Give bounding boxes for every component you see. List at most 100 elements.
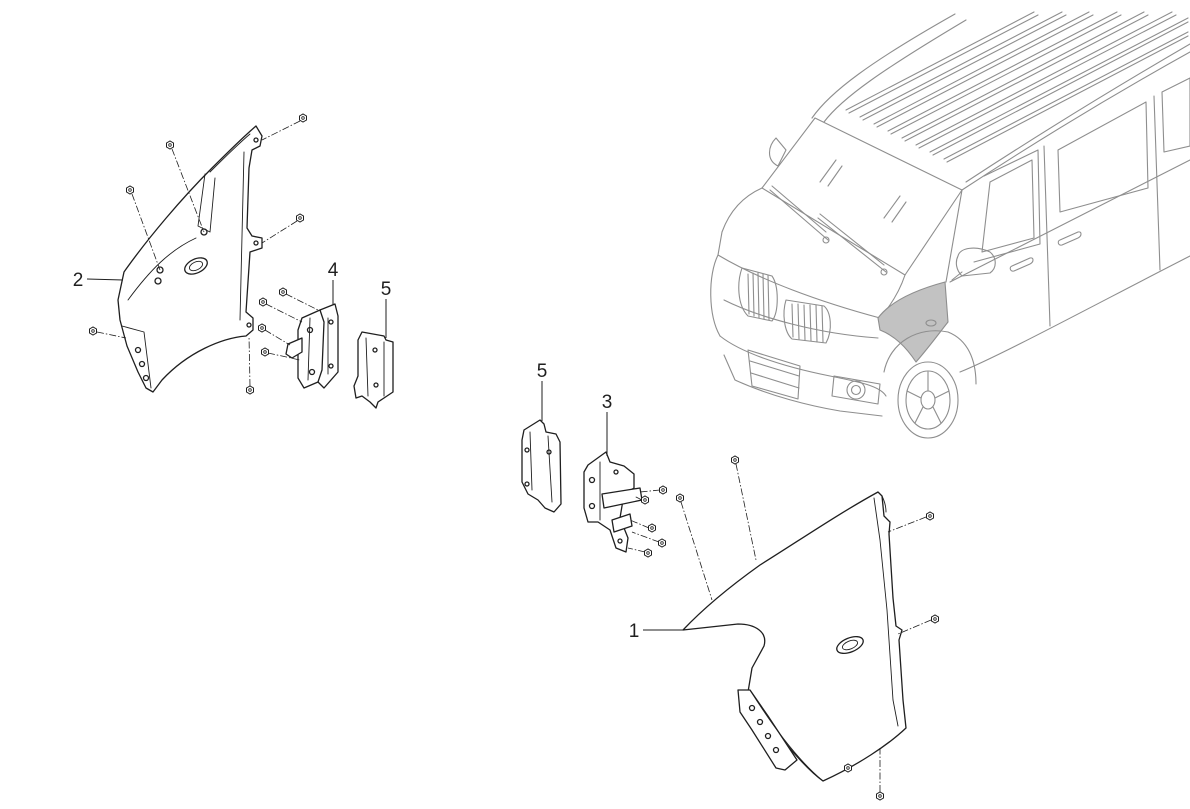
fender-outline	[117, 125, 263, 393]
screw	[644, 548, 652, 558]
bracket-tab	[285, 337, 303, 359]
callout-part-3[interactable]: 3	[602, 392, 613, 456]
van-hood	[717, 187, 906, 319]
mounting-hole	[156, 266, 164, 274]
van-door-seam	[1043, 145, 1051, 327]
van-roof-ribs	[845, 11, 1189, 163]
mounting-hole	[588, 476, 596, 484]
mounting-hole	[524, 447, 530, 453]
reinforcement-plate-part-5	[353, 331, 394, 409]
fender-inner-panel	[117, 125, 263, 393]
fender-rear-flange	[239, 151, 245, 321]
callout-label[interactable]: 3	[602, 392, 613, 413]
callout-part-5[interactable]: 5	[537, 361, 548, 421]
mounting-hole	[246, 322, 252, 328]
bracket-fold	[307, 317, 311, 381]
screw	[658, 538, 666, 548]
van-lower-grille	[747, 349, 801, 400]
van-roof-front-edge	[811, 13, 956, 119]
mounting-hole	[617, 538, 623, 544]
van-roof-gutter	[823, 19, 967, 123]
fastener-axis	[96, 331, 127, 339]
mounting-hole	[253, 137, 259, 143]
mounting-hole	[588, 502, 596, 510]
bolt	[166, 140, 174, 150]
mounting-hole	[138, 360, 146, 368]
van-wheel-arch	[883, 330, 977, 385]
fastener-axis	[887, 516, 927, 533]
fastener-axis	[261, 220, 298, 244]
bracket-lower-tab	[611, 513, 633, 533]
wheel-arch-edge	[749, 689, 824, 782]
reinforcement-plate-part-5	[521, 419, 562, 513]
van-grille-right	[783, 299, 831, 344]
callout-label[interactable]: 2	[73, 270, 84, 291]
fender-front-flange	[209, 133, 251, 173]
van-bumper-lower	[723, 354, 883, 417]
bracket-part-3	[583, 451, 643, 553]
callout-part-4[interactable]: 4	[328, 260, 339, 305]
van-grille-left	[738, 267, 778, 322]
screw	[258, 323, 266, 333]
plate-outline	[353, 331, 394, 409]
bolt	[296, 213, 304, 223]
screw	[648, 523, 656, 533]
mounting-hole	[756, 718, 764, 726]
mounting-hole	[142, 374, 150, 382]
mounting-hole	[154, 277, 162, 285]
fastener-axis	[131, 193, 161, 271]
plate-outline	[521, 419, 562, 513]
van-illustration	[710, 11, 1190, 439]
mounting-hole	[524, 481, 530, 487]
callout-part-2[interactable]: 2	[73, 270, 124, 291]
mounting-hole	[306, 326, 314, 334]
fastener-axis	[639, 489, 661, 493]
fender-rear-flange	[873, 497, 899, 727]
fastener-axis	[267, 352, 301, 361]
van-door-handle	[1009, 257, 1034, 272]
fastener-axis	[264, 329, 291, 346]
fender-outline	[682, 491, 907, 782]
van-fog-lamp	[831, 375, 881, 405]
van-roof-side-edge-inner	[965, 43, 1190, 183]
van-side-mirror	[955, 247, 996, 277]
fender-inner-rib	[127, 237, 197, 301]
fender-inner-fasteners	[89, 113, 307, 395]
mounting-hole	[308, 368, 316, 376]
bolt	[246, 385, 254, 395]
callout-label[interactable]: 5	[381, 279, 392, 300]
van-roof-side-edge	[961, 51, 1190, 191]
mounting-hole	[613, 469, 619, 475]
side-marker-opening-inner	[841, 639, 859, 651]
bracket-3-fasteners	[627, 485, 667, 558]
fastener-axis	[627, 547, 646, 553]
van-side-mirror-stalk	[951, 271, 963, 281]
van-side-marker	[925, 319, 937, 327]
screw	[641, 495, 649, 505]
mounting-hole	[546, 449, 552, 455]
bolt	[731, 455, 739, 465]
mounting-hole	[748, 704, 756, 712]
mounting-hole	[373, 382, 379, 388]
callout-label[interactable]: 4	[328, 260, 339, 281]
callout-label[interactable]: 5	[537, 361, 548, 382]
side-marker-opening	[836, 636, 864, 654]
screw	[659, 485, 667, 495]
fastener-axis	[629, 519, 650, 529]
callout-part-1[interactable]: 1	[629, 621, 683, 642]
bolt	[299, 113, 307, 123]
van-bumper	[719, 335, 887, 397]
bolt	[926, 511, 934, 521]
bolt	[844, 763, 852, 773]
van-headlamp-band	[723, 299, 879, 339]
van-rocker-line	[959, 255, 1190, 373]
van-door-front-window	[981, 159, 1035, 253]
mounting-hole	[764, 732, 772, 740]
fastener-axis	[265, 303, 303, 323]
van-belt-line	[949, 159, 1190, 283]
callout-part-5[interactable]: 5	[381, 279, 392, 338]
bracket-4-fasteners	[258, 287, 319, 361]
fender-lower-flange	[121, 325, 152, 389]
callout-label[interactable]: 1	[629, 621, 640, 642]
